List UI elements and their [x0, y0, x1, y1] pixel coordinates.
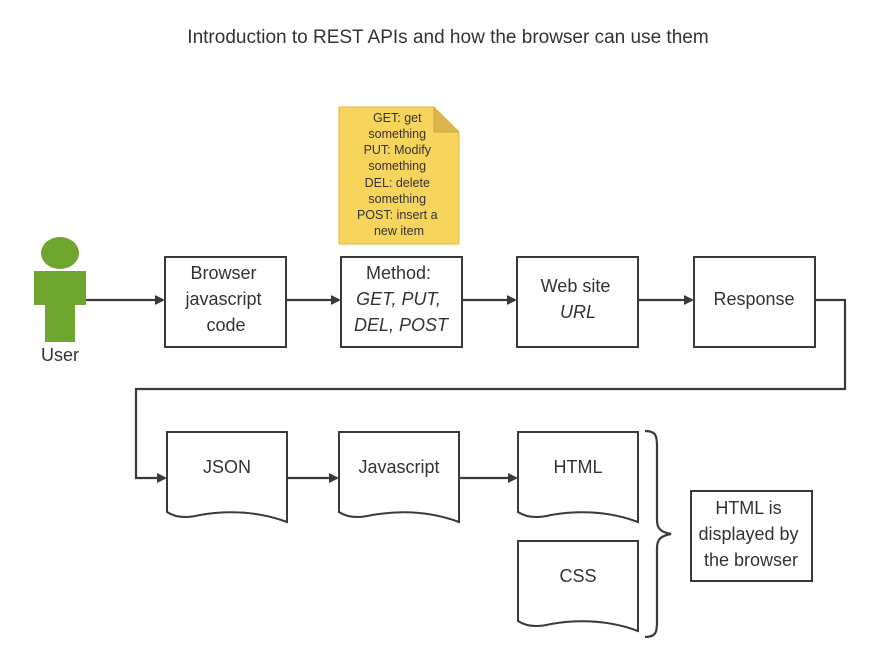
browser-code-box: Browser javascript code [164, 256, 287, 348]
html-displayed-text: HTML is displayed by the browser [698, 498, 803, 570]
method-box: Method: GET, PUT, DEL, POST [340, 256, 463, 348]
note-line: new item [374, 224, 424, 238]
note-line: PUT: Modify [364, 143, 432, 157]
note-line: something [368, 192, 426, 206]
right-curly-brace [644, 429, 672, 639]
note-line: POST: insert a [357, 208, 438, 222]
response-label: Response [713, 289, 794, 309]
website-url-text: Web site URL [541, 276, 616, 322]
note-line: something [368, 127, 426, 141]
note-text: GET: get something PUT: Modify something… [357, 111, 441, 238]
elbow-connector-arrow [134, 298, 847, 483]
css-label: CSS [559, 566, 596, 586]
note-line: GET: get [373, 111, 422, 125]
javascript-label: Javascript [358, 457, 439, 477]
html-label: HTML [554, 457, 603, 477]
browser-code-text: Browser javascript code [184, 263, 266, 335]
json-document: JSON [166, 431, 288, 524]
note-line: something [368, 159, 426, 173]
user-icon [34, 237, 86, 342]
method-text: Method: GET, PUT, DEL, POST [354, 263, 450, 335]
note-line: DEL: delete [365, 176, 430, 190]
user-actor: User [34, 237, 86, 365]
json-label: JSON [203, 457, 251, 477]
javascript-document: Javascript [338, 431, 460, 524]
css-document: CSS [517, 540, 639, 633]
user-label: User [41, 345, 79, 365]
html-displayed-box: HTML is displayed by the browser [690, 490, 813, 582]
diagram-title: Introduction to REST APIs and how the br… [187, 27, 708, 48]
response-box: Response [693, 256, 816, 348]
http-methods-note: GET: get something PUT: Modify something… [338, 106, 460, 245]
website-url-box: Web site URL [516, 256, 639, 348]
html-document: HTML [517, 431, 639, 524]
